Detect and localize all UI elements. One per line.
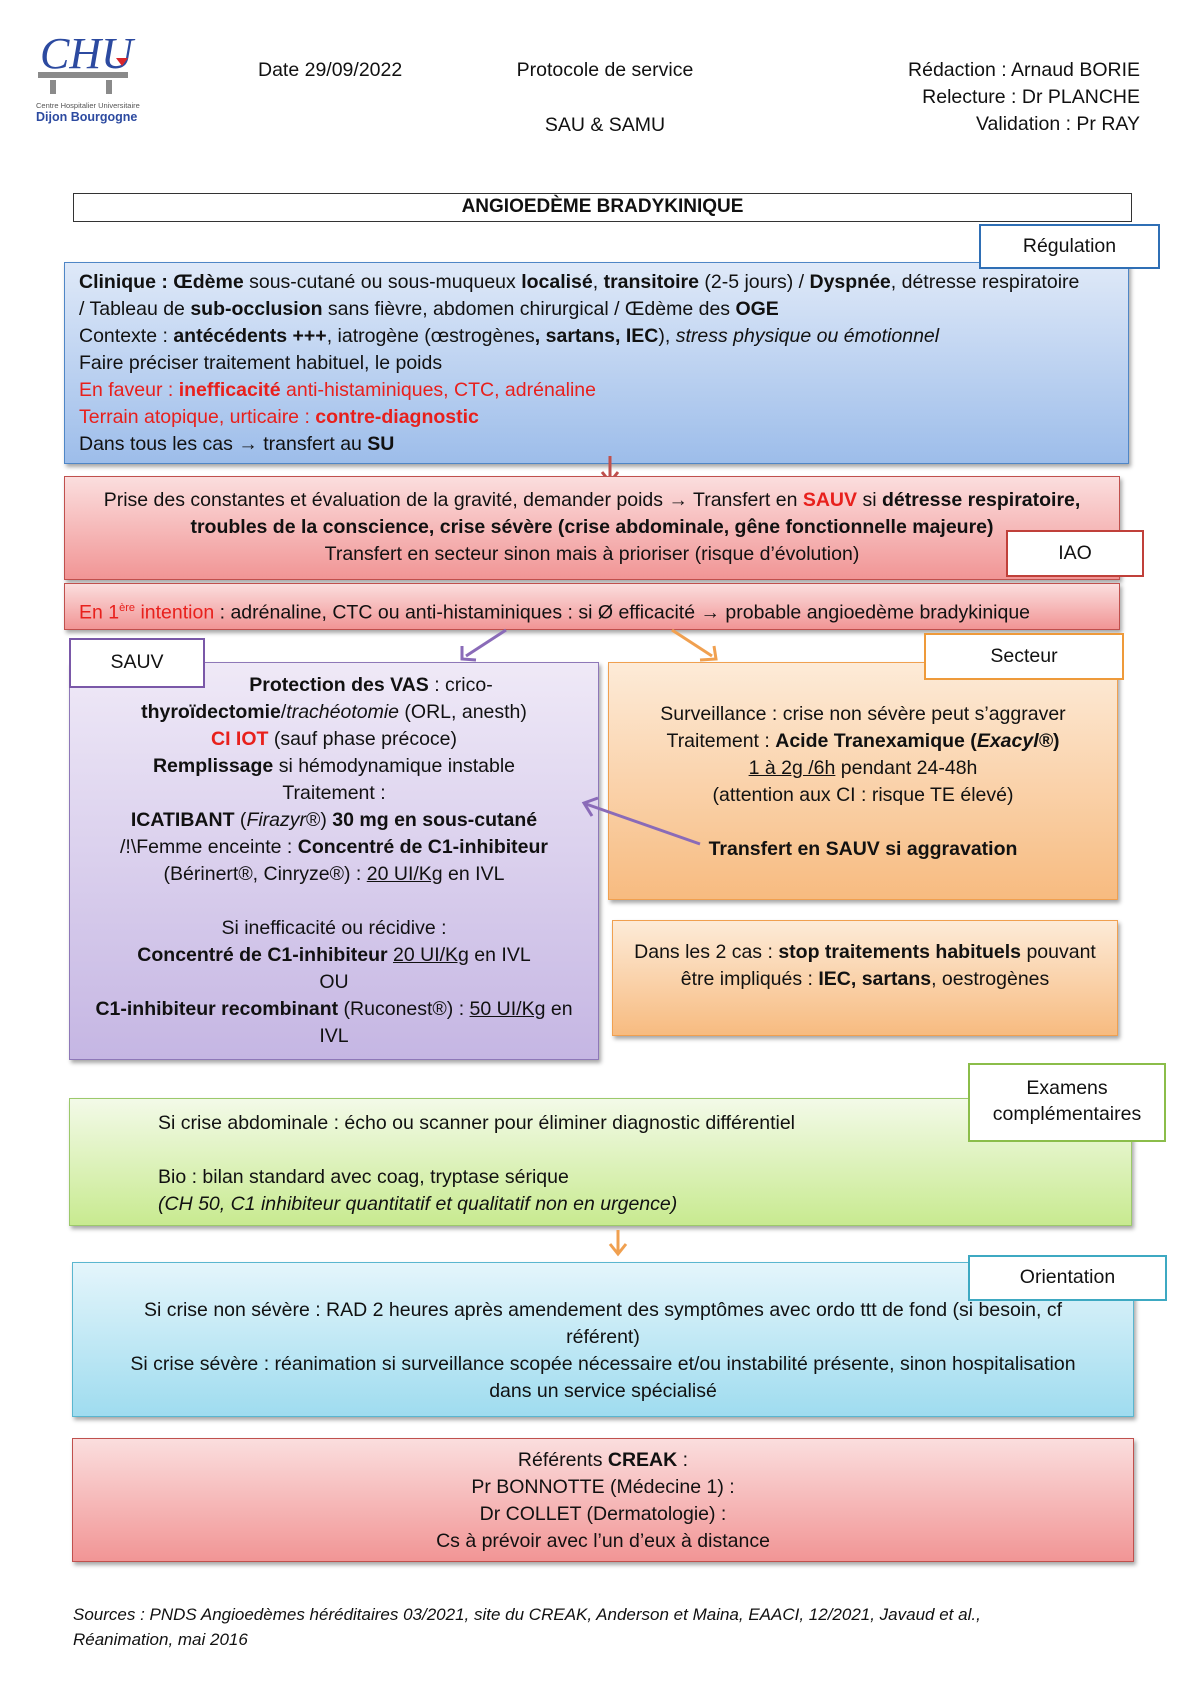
sauv-line-5: Traitement : [282,782,386,804]
sources-line-2: Réanimation, mai 2016 [73,1630,248,1649]
sauv-line-13: IVL [319,1025,349,1047]
sources-line-1: Sources : PNDS Angioedèmes héréditaires … [73,1605,981,1624]
regulation-line-2: / Tableau de sub-occlusion sans fièvre, … [79,298,779,320]
sauv-line-7: /!\Femme enceinte : Concentré de C1-inhi… [119,836,549,858]
examens-line-2: Bio : bilan standard avec coag, tryptase… [158,1166,569,1188]
header-relecture: Relecture : Dr PLANCHE [922,86,1140,108]
regulation-line-1: Clinique : Œdème sous-cutané ou sous-muq… [79,271,1080,293]
referents-line-2: Pr BONNOTTE (Médecine 1) : [471,1476,735,1498]
tag-examens-label: Examens complémentaires [992,1077,1142,1125]
referents-line-1: Référents CREAK : [517,1449,689,1471]
regulation-line-3: Contexte : antécédents +++, iatrogène (œ… [79,325,940,347]
secteur-box: Surveillance : crise non sévère peut s’a… [608,662,1118,900]
sauv-line-8: (Bérinert®, Cinryze®) : 20 UI/Kg en IVL [163,863,505,885]
header-date: Date 29/09/2022 [258,59,403,81]
sources: Sources : PNDS Angioedèmes héréditaires … [73,1602,1153,1652]
orientation-line-2: référent) [566,1326,640,1348]
referents-line-3: Dr COLLET (Dermatologie) : [479,1503,727,1525]
regulation-line-5: En faveur : inefficacité anti-histaminiq… [79,379,596,401]
tag-secteur: Secteur [924,633,1124,680]
arrow-down-icon [608,1230,628,1257]
tag-iao: IAO [1006,530,1144,577]
orientation-box: Si crise non sévère : RAD 2 heures après… [72,1262,1134,1417]
logo-letters: CHU [40,29,136,78]
secteur-line-3: 1 à 2g /6h pendant 24-48h [748,757,978,779]
tag-regulation: Régulation [979,224,1160,269]
logo-subtitle: Centre Hospitalier Universitaire [36,101,140,110]
sauv-line-9: Si inefficacité ou récidive : [221,917,447,939]
chu-logo: CHU Centre Hospitalier Universitaire Dij… [36,28,146,124]
iao-first-line-box: En 1ère intention : adrénaline, CTC ou a… [64,583,1120,630]
header-validation: Validation : Pr RAY [975,113,1140,135]
secteur-line-2: Traitement : Acide Tranexamique (Exacyl®… [666,730,1060,752]
iao-line-1: Prise des constantes et évaluation de la… [103,489,1081,511]
secteur-line-4: (attention aux CI : risque TE élevé) [712,784,1014,806]
header-service: SAU & SAMU [544,114,666,136]
tag-examens: Examens complémentaires [968,1063,1166,1142]
sauv-line-6: ICATIBANT (Firazyr®) 30 mg en sous-cutan… [130,809,538,831]
sauv-line-4: Remplissage si hémodynamique instable [152,755,516,777]
orientation-line-1: Si crise non sévère : RAD 2 heures après… [143,1299,1063,1321]
sauv-line-12: C1-inhibiteur recombinant (Ruconest®) : … [95,998,573,1020]
header-protocol: Protocole de service [516,59,694,81]
arrow-split-icon [460,628,718,662]
chu-logo-graphic: CHU [38,29,136,94]
iao-line-3: Transfert en secteur sinon mais à priori… [324,543,860,565]
regulation-line-6: Terrain atopique, urticaire : contre-dia… [79,406,479,428]
iao-box: Prise des constantes et évaluation de la… [64,476,1120,580]
examens-line-1: Si crise abdominale : écho ou scanner po… [158,1112,795,1134]
page-title: ANGIOEDÈME BRADYKINIQUE [73,193,1132,222]
arrow-right-icon: → [668,489,688,511]
orientation-line-3: Si crise sévère : réanimation si surveil… [130,1353,1076,1375]
header-redaction: Rédaction : Arnaud BORIE [908,59,1140,81]
iao-line-2: troubles de la conscience, crise sévère … [190,516,994,538]
secteur-line-5: Transfert en SAUV si aggravation [708,838,1018,860]
logo-city: Dijon Bourgogne [36,110,138,124]
orientation-line-4: dans un service spécialisé [489,1380,717,1402]
sauv-line-1: Protection des VAS : crico- [249,674,493,696]
arrow-right-icon: → [700,601,720,624]
sauv-line-11: OU [319,971,349,993]
referents-line-4: Cs à prévoir avec l’un d’eux à distance [436,1530,770,1552]
both-line-1: Dans les 2 cas : stop traitements habitu… [634,941,1096,963]
tag-orientation: Orientation [968,1255,1167,1301]
regulation-box: Clinique : Œdème sous-cutané ou sous-muq… [64,262,1129,464]
referents-box: Référents CREAK : Pr BONNOTTE (Médecine … [72,1438,1134,1562]
regulation-line-4: Faire préciser traitement habituel, le p… [79,352,443,374]
examens-line-3: (CH 50, C1 inhibiteur quantitatif et qua… [158,1193,678,1215]
secteur-line-1: Surveillance : crise non sévère peut s’a… [660,703,1066,725]
page-title-text: ANGIOEDÈME BRADYKINIQUE [461,196,744,217]
arrow-left-icon [581,796,701,846]
sauv-line-2: thyroïdectomie/trachéotomie (ORL, anesth… [141,701,527,723]
arrow-right-icon: → [238,433,258,455]
examens-box: Si crise abdominale : écho ou scanner po… [69,1098,1132,1226]
sauv-line-3: CI IOT (sauf phase précoce) [210,728,458,750]
tag-sauv: SAUV [69,638,205,688]
regulation-line-7: Dans tous les cas → transfert au SU [79,433,395,455]
sauv-line-10: Concentré de C1-inhibiteur 20 UI/Kg en I… [137,944,531,966]
both-cases-box: Dans les 2 cas : stop traitements habitu… [612,920,1118,1036]
both-line-2: être impliqués : IEC, sartans, oestrogèn… [680,968,1050,990]
sauv-box: Protection des VAS : crico- thyroïdectom… [69,662,599,1060]
